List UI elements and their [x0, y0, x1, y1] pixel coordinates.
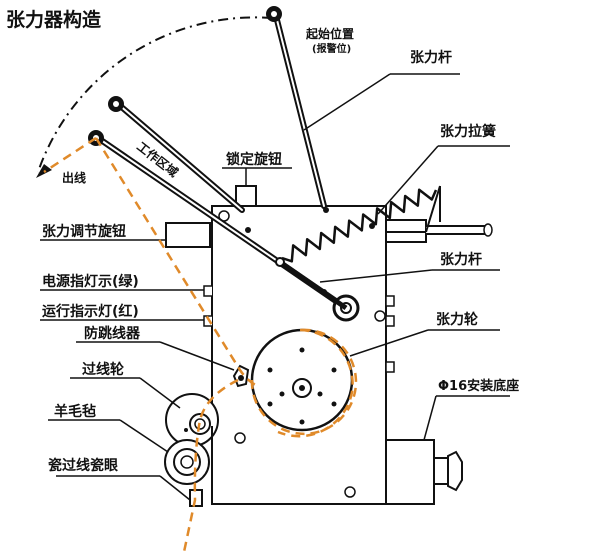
label-guide-wheel: 过线轮	[82, 361, 124, 378]
label-outgoing-line: 出线	[62, 170, 86, 185]
side-tab	[385, 295, 395, 307]
right-bracket-bottom	[385, 231, 427, 243]
tension-wheel-axle	[299, 385, 305, 391]
tension-wheel-holes	[267, 347, 337, 425]
power-light	[203, 285, 212, 297]
spring-lever	[278, 259, 348, 311]
label-mount-base: Φ16安装底座	[438, 378, 519, 394]
lock-knob[interactable]	[235, 185, 257, 207]
label-anti-jump-device: 防跳线器	[84, 325, 141, 342]
label-working-area: 工作区域	[134, 139, 181, 180]
mount-base-block	[385, 439, 435, 505]
body-screw	[245, 227, 251, 233]
label-run-light: 运行指示灯(红)	[42, 303, 139, 320]
label-start-position: 起始位置	[305, 26, 354, 41]
rod-tip-start-eye	[271, 11, 277, 17]
mount-base-bolt	[433, 457, 449, 485]
body-hole	[374, 310, 386, 322]
guide-wheel-dot	[184, 428, 188, 432]
body-screw	[369, 223, 375, 229]
anti-jump-pin	[238, 375, 244, 381]
spring-lever-end	[275, 257, 285, 267]
mount-base-leader	[423, 395, 437, 441]
body-hole	[234, 432, 246, 444]
guide-wheel-leader	[139, 377, 181, 409]
label-tension-rod-mid: 张力杆	[440, 251, 482, 268]
side-tab	[385, 361, 395, 373]
side-tab	[385, 315, 395, 327]
tension-rod-top-leader	[303, 73, 391, 131]
spring-leader	[377, 145, 439, 215]
tension-adjust-knob[interactable]	[165, 222, 211, 248]
felt-leader	[119, 419, 169, 453]
tension-rod-start-highlight	[275, 15, 325, 207]
felt-hub	[180, 455, 194, 469]
anchor-end	[483, 223, 493, 237]
rod-tip-middle-eye	[113, 101, 119, 107]
body-hole	[344, 486, 356, 498]
wire-path	[43, 136, 358, 552]
label-tension-spring: 张力拉簧	[440, 123, 496, 140]
label-alarm-position: (报警位)	[312, 42, 351, 55]
mount-base-knob[interactable]	[447, 450, 463, 492]
spring-anchor-bar	[426, 225, 490, 235]
label-lock-knob: 锁定旋钮	[226, 151, 282, 168]
right-bracket-top	[385, 219, 427, 233]
lever-screw	[321, 289, 327, 295]
diagram-title: 张力器构造	[6, 8, 102, 31]
tension-rod-middle-highlight	[117, 103, 243, 211]
tension-rod-mid-leader	[319, 269, 433, 283]
anti-jump-leader	[159, 341, 235, 371]
label-tension-wheel: 张力轮	[436, 311, 478, 328]
label-felt: 羊毛毡	[54, 403, 96, 420]
tension-spring	[281, 188, 438, 263]
label-ceramic-eyelet: 瓷过线瓷眼	[48, 457, 118, 474]
spring-hook-arm	[425, 185, 441, 233]
tension-wheel-leader	[349, 329, 429, 357]
eyelet-leader	[159, 475, 191, 501]
label-tension-rod-top: 张力杆	[410, 49, 452, 66]
label-tension-adjust-knob: 张力调节旋钮	[42, 223, 126, 240]
label-power-light: 电源指灯示(绿)	[42, 273, 139, 290]
